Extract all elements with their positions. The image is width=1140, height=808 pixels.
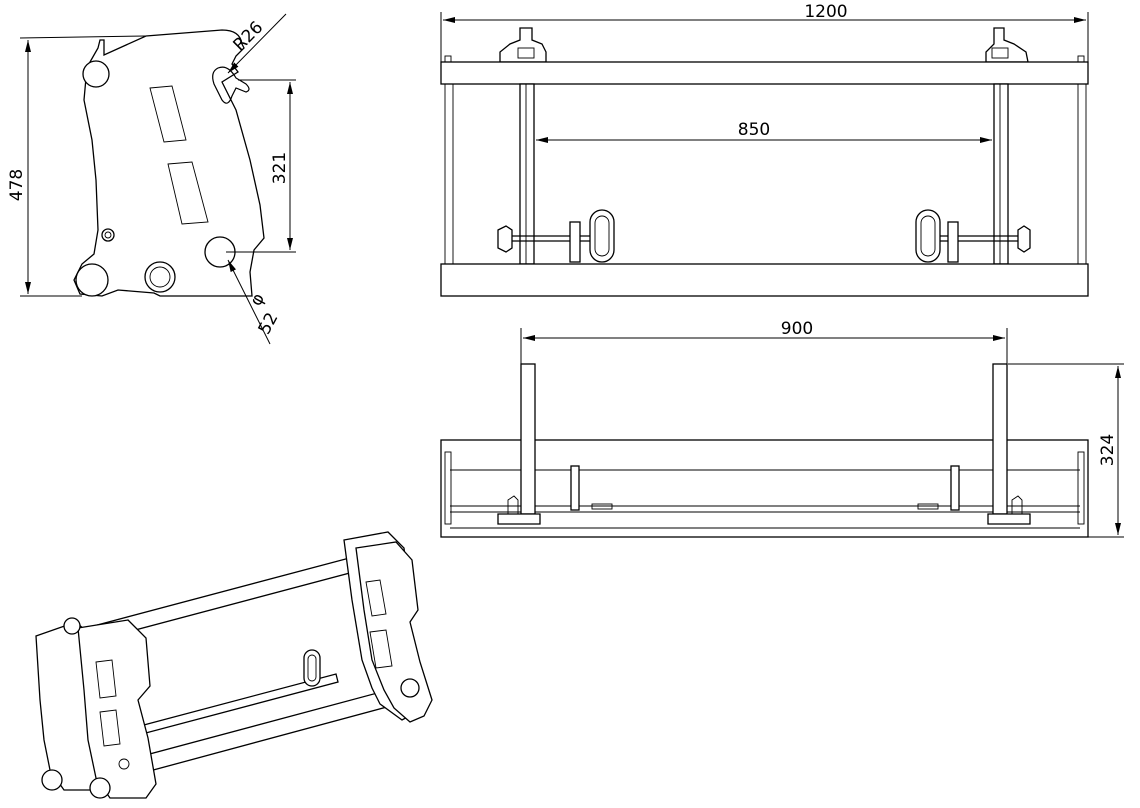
small-hole-inner (104, 231, 112, 239)
upper-window (149, 85, 187, 143)
upper-tube (440, 61, 1089, 85)
iso-left-plate-front (77, 619, 157, 799)
lower-window (167, 161, 209, 225)
end-plate-left (444, 83, 454, 265)
upright-left (519, 83, 535, 265)
top-slide-left (591, 503, 613, 510)
top-frame (440, 439, 1089, 538)
dim-52-leader (227, 259, 271, 345)
lock-bracket-right (947, 221, 959, 263)
top-upright-left (520, 363, 536, 515)
bottom-pin-left (75, 263, 109, 297)
top-endcap-left (444, 451, 452, 525)
side-plate (73, 29, 265, 297)
lock-handle-right-inner (920, 215, 936, 257)
iso-handle-inner (307, 654, 317, 682)
top-post-left (570, 465, 580, 511)
lock-handle-left-inner (594, 215, 610, 257)
top-clip-left (507, 495, 519, 515)
lock-bracket-left (569, 221, 581, 263)
top-foot-left (497, 513, 541, 525)
iso-right-plate-front (355, 541, 433, 723)
iso-left-small-hole (118, 758, 130, 770)
iso-left-window-1 (95, 659, 117, 699)
dim-52-symbol: φ (246, 290, 269, 309)
small-hole (101, 228, 115, 242)
lock-pin-right (1017, 225, 1031, 253)
hook-right-slot (991, 47, 1009, 59)
top-post-right (950, 465, 960, 511)
top-foot-right (987, 513, 1031, 525)
dim-52-label: 52 (255, 309, 283, 337)
hook-right (985, 27, 1029, 63)
isometric-view (35, 531, 433, 799)
end-plate-right (1077, 83, 1087, 265)
dim-850-label: 850 (738, 120, 770, 140)
lock-pin-left (497, 225, 513, 253)
dim-478-ext-top (19, 35, 147, 39)
hook-slot (212, 66, 250, 104)
top-upright-right (992, 363, 1008, 515)
dim-324-label: 324 (1098, 434, 1118, 466)
lock-handle-right (915, 209, 941, 263)
iso-left-pin-1 (41, 769, 63, 791)
iso-right-window-2 (369, 629, 393, 669)
iso-left-top-pin (63, 617, 81, 635)
iso-right-window-1 (365, 579, 387, 617)
top-endcap-right (1077, 451, 1085, 525)
front-view: 1200 850 (440, 2, 1089, 297)
lock-handle-left (589, 209, 615, 263)
bottom-beam (440, 263, 1089, 297)
bottom-pin-mid-inner (149, 266, 171, 288)
dim-r26-leader (227, 13, 287, 74)
hook-left (499, 27, 547, 63)
top-pin (82, 60, 110, 88)
top-slide-right (917, 503, 939, 510)
top-view: 900 324 (440, 319, 1124, 538)
iso-left-window-2 (99, 709, 121, 747)
iso-right-pin (400, 678, 420, 698)
upright-right (993, 83, 1009, 265)
dim-1200-label: 1200 (804, 2, 847, 22)
side-view: 478 R26 321 φ 52 (7, 13, 296, 345)
dim-321-label: 321 (270, 152, 290, 184)
bottom-pin-mid (144, 261, 176, 293)
iso-left-pin-2 (89, 777, 111, 799)
hook-left-slot (517, 47, 535, 59)
dim-900-label: 900 (781, 319, 813, 339)
dim-478-label: 478 (7, 169, 27, 201)
top-clip-right (1011, 495, 1023, 515)
